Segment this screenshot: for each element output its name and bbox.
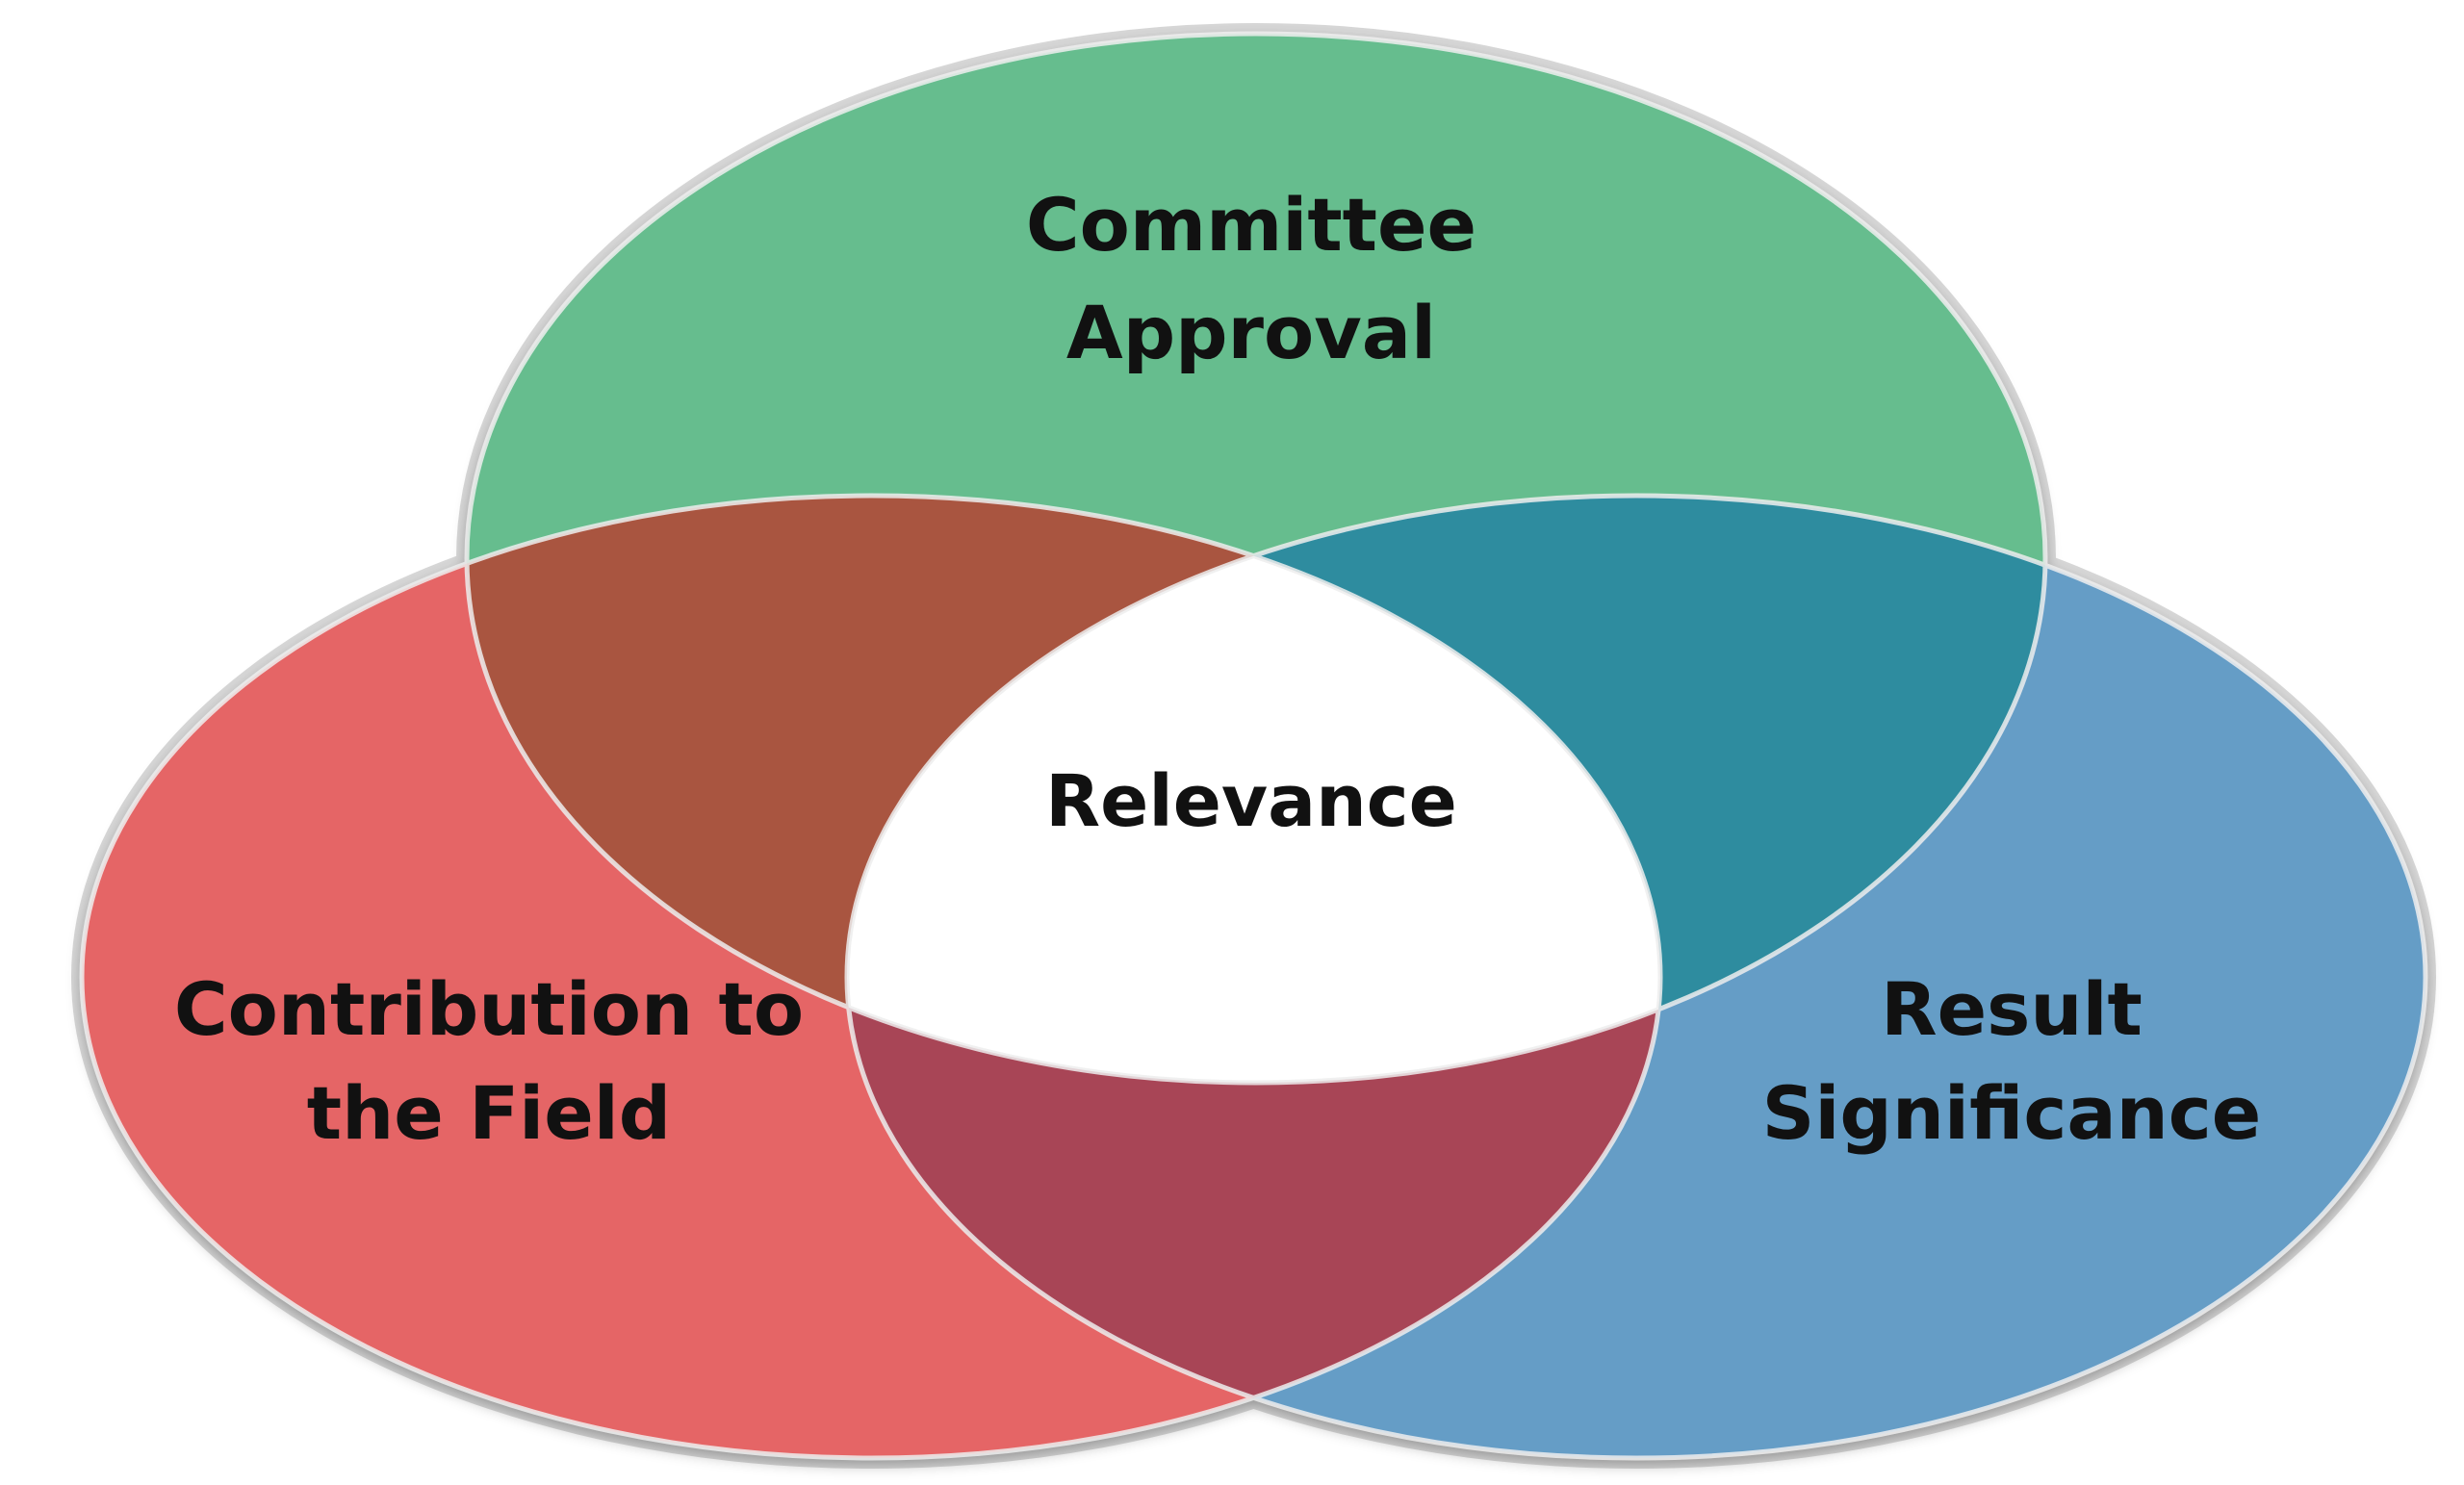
label-contribution-to-field-line-1: Contribution to	[174, 966, 804, 1052]
label-result-significance-line-1: Result	[1881, 966, 2143, 1052]
label-committee-approval-line-1: Committee	[1026, 182, 1476, 268]
label-relevance: Relevance	[1045, 760, 1457, 843]
label-result-significance-line-2: Significance	[1762, 1070, 2262, 1156]
label-committee-approval-line-2: Approval	[1066, 290, 1436, 375]
label-contribution-to-field-line-2: the Field	[307, 1070, 671, 1156]
